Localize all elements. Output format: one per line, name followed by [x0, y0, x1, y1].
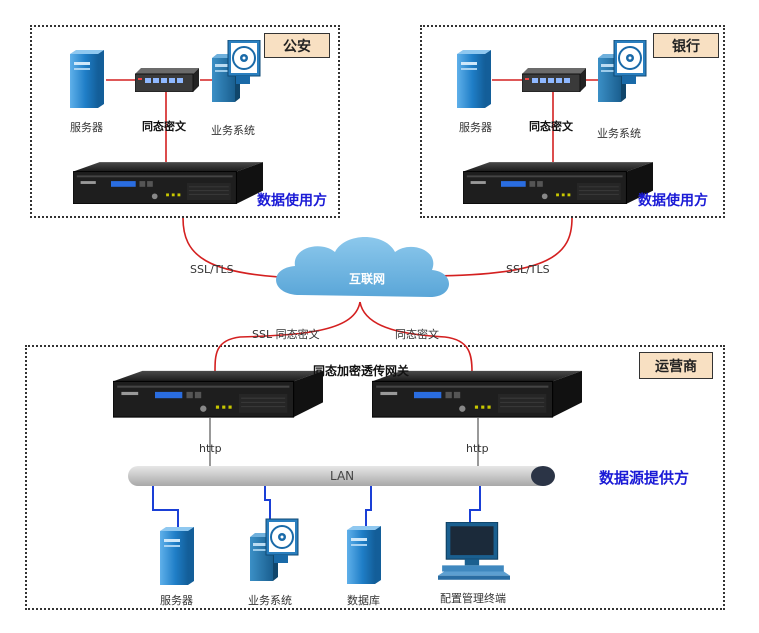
bank-server-label: 服务器: [459, 121, 492, 134]
lan-label: LAN: [330, 469, 355, 483]
right-down-label: 同态密文: [395, 328, 439, 341]
bank-rack-icon: [463, 162, 653, 204]
bank-switch-label: 同态密文: [529, 120, 573, 133]
police-biz-icon: [212, 40, 261, 102]
right-protocol-label: SSL/TLS: [506, 263, 550, 276]
left-ssl-link: [182, 217, 301, 279]
carrier-role-label: 数据源提供方: [599, 469, 690, 487]
lan-bus: [128, 466, 555, 486]
red-links: [106, 79, 608, 373]
device-label-terminal: 配置管理终端: [440, 592, 506, 605]
gateway-left-icon: [113, 370, 323, 418]
bank-tag: 银行: [653, 33, 719, 58]
carrier-server-icon: [160, 527, 194, 585]
left-protocol-label: SSL/TLS: [190, 263, 234, 276]
left-down-label: SSL 同态密文: [252, 328, 320, 341]
bank-switch-icon: [522, 68, 586, 92]
bank-server-icon: [457, 50, 491, 108]
carrier-database-icon: [347, 526, 381, 584]
internet-cloud-icon: [276, 237, 450, 297]
right-down-link: [359, 301, 473, 373]
carrier-tag: 运营商: [639, 352, 713, 379]
police-server-label: 服务器: [70, 121, 103, 134]
right-ssl-link: [431, 217, 573, 277]
left-down-link: [214, 301, 361, 373]
http-left-label: http: [199, 442, 222, 455]
police-biz-label: 业务系统: [211, 124, 255, 137]
police-role-label: 数据使用方: [257, 193, 327, 209]
police-switch-label: 同态密文: [142, 120, 186, 133]
carrier-group: [25, 345, 725, 610]
device-label-server: 服务器: [160, 594, 193, 607]
device-label-business: 业务系统: [248, 594, 292, 607]
carrier-terminal-icon: [438, 522, 510, 581]
cloud-label: 互联网: [349, 272, 386, 286]
lan-drops: [152, 486, 481, 530]
bank-group: [420, 25, 725, 218]
gateway-label: 同态加密透传网关: [313, 364, 410, 378]
police-server-icon: [70, 50, 104, 108]
bank-biz-icon: [598, 40, 647, 102]
police-switch-icon: [135, 68, 199, 92]
http-right-label: http: [466, 442, 489, 455]
device-label-database: 数据库: [347, 594, 380, 607]
bank-biz-label: 业务系统: [597, 127, 641, 140]
police-group: [30, 25, 340, 218]
carrier-biz-icon: [250, 517, 300, 583]
police-tag: 公安: [264, 33, 330, 58]
bank-role-label: 数据使用方: [638, 193, 708, 209]
police-rack-icon: [73, 162, 263, 204]
